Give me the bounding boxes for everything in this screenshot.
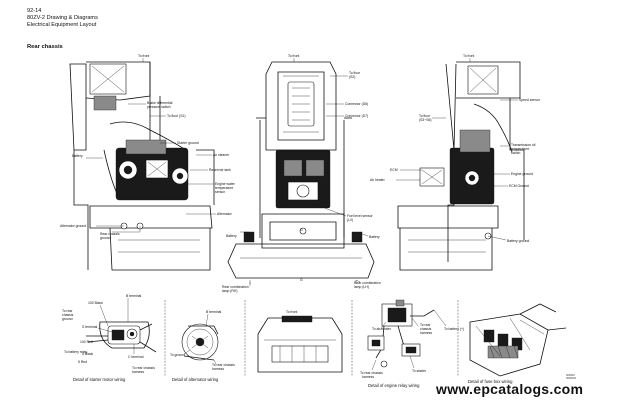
label-to-front-center: To front <box>288 54 299 58</box>
caption-engine-relay: Detail of engine relay wiring <box>368 383 420 388</box>
page-number: 92-14 <box>27 8 42 14</box>
detail-fuse-box: Detail of fuse box wiring 000000 3000010 <box>468 303 577 384</box>
label-ecm: ECM <box>390 168 398 172</box>
section-title: Rear chassis <box>27 44 63 50</box>
label-relay-to-battery: To battery (+) <box>444 327 464 331</box>
label-relay-to-rear-harness-2: chassis <box>420 327 432 331</box>
label-starter-s-terminal: S terminal <box>82 325 98 329</box>
left-view-labels: To front Brake differential pressure swi… <box>60 54 236 240</box>
label-relay-to-rear-harness-1: To rear <box>420 323 431 327</box>
center-view-labels: To front To floor (S2) Connector (D6) Co… <box>222 54 381 293</box>
detail-battery-box: To front <box>257 310 343 373</box>
label-air-heater: Air heater <box>370 178 386 182</box>
label-starter-100-red: 100 Red <box>80 340 93 344</box>
label-brake-diff-switch-1: Brake differential <box>147 101 173 105</box>
caption-starter-motor: Detail of starter motor wiring <box>73 377 126 382</box>
label-alternator: Alternator <box>217 212 233 216</box>
label-starter-ground: Starter ground <box>177 141 199 145</box>
label-alternator-b-terminal: B terminal <box>206 310 222 314</box>
label-ecm-ground: ECM Ground <box>509 184 529 188</box>
document-subtitle: Electrical Equipment Layout <box>27 22 97 28</box>
label-to-floor-s2-2: (S2) <box>349 75 355 79</box>
label-battery-center-right: Battery <box>369 235 380 239</box>
label-rear-combo-lamp-rh-2: lamp (RH) <box>222 289 237 293</box>
left-side-view <box>69 61 215 271</box>
caption-alternator: Detail of alternator wiring <box>172 377 219 382</box>
reference-code-line-2: 3000010 <box>566 376 577 380</box>
label-to-rear-chassis-ground-2: chassis <box>62 313 74 317</box>
label-alternator-to-rear-harness-2: harness <box>212 367 224 371</box>
label-engine-water-temp-2: temperature <box>215 186 233 190</box>
label-engine-water-temp-3: sensor <box>215 190 226 194</box>
label-to-front-left: To front <box>138 54 149 58</box>
label-alternator-to-rear-harness-1: To rear chassis <box>212 363 235 367</box>
label-relay-to-rear-harness-b-2: harness <box>362 375 374 379</box>
label-connector-36: Connector (D6) <box>345 102 368 106</box>
label-g-mark-lower: G <box>300 278 303 282</box>
label-rear-combo-lamp-rh-1: Rear combination <box>222 285 249 289</box>
label-rear-combo-lamp-lh-1: Rear combination <box>354 281 381 285</box>
label-fuel-level-sensor-2: (L0) <box>347 218 353 222</box>
label-to-battery-relay: To battery relay <box>64 350 87 354</box>
label-starter-100-black: 100 Black <box>88 301 103 305</box>
label-relay-to-starter: To starter <box>412 369 427 373</box>
label-trans-oil-temp-2: temperature <box>511 147 529 151</box>
label-starter-b-terminal: B terminal <box>126 294 142 298</box>
detail-alternator: B terminal To ground To rear chassis har… <box>170 310 235 382</box>
label-connector-37: Connector (D7) <box>345 114 368 118</box>
right-side-view <box>397 61 525 271</box>
label-to-floor-s1: To floor (S1) <box>167 114 185 118</box>
label-reservoir-tank: Reservoir tank <box>209 168 231 172</box>
label-to-floor-s3-1: To floor <box>419 114 431 118</box>
label-to-front-right: To front <box>463 54 474 58</box>
label-starter-to-rear-harness-1: To rear chassis <box>132 366 155 370</box>
right-view-labels: To front Speed sensor To floor (S3~S6) T… <box>370 54 541 243</box>
label-battery-box-to-front: To front <box>286 310 297 314</box>
label-battery-ground: Battery ground <box>507 239 529 243</box>
label-relay-to-air-heater: To air heater <box>372 327 392 331</box>
label-trans-oil-temp-1: Transmission oil <box>511 143 536 147</box>
label-fuel-level-sensor-1: Fuel level sensor <box>347 214 374 218</box>
label-g-mark-upper: G <box>300 228 303 232</box>
caption-fuse-box: Detail of fuse box wiring <box>468 379 513 384</box>
label-battery-center-left: Battery <box>226 234 237 238</box>
label-starter-c-terminal: C terminal <box>128 355 144 359</box>
detail-starter-motor: B terminal 100 Black To rear chassis gro… <box>62 294 157 382</box>
detail-engine-relay: To air heater To rear chassis harness To… <box>360 299 464 388</box>
label-to-rear-chassis-ground-1: To rear <box>62 309 73 313</box>
label-rear-combo-lamp-lh-2: lamp (LH) <box>354 285 369 289</box>
label-starter-5-red: 5 Red <box>78 360 87 364</box>
label-relay-to-rear-harness-b-1: To rear chassis <box>360 371 383 375</box>
center-top-view <box>227 61 375 284</box>
label-trans-oil-temp-3: switch <box>511 151 521 155</box>
label-starter-to-rear-harness-2: harness <box>132 370 144 374</box>
label-rear-chassis-ground-1: Rear chassis <box>100 232 120 236</box>
label-brake-diff-switch-2: pressure switch <box>147 105 171 109</box>
label-relay-to-rear-harness-3: harness <box>420 331 432 335</box>
label-starter-5-black: 5 Black <box>82 352 93 356</box>
reference-code-line-1: 000000 <box>566 373 575 377</box>
label-engine-water-temp-1: Engine water <box>215 182 236 186</box>
label-to-floor-s3-2: (S3~S6) <box>419 118 432 122</box>
label-air-cleaner: Air cleaner <box>213 153 230 157</box>
label-speed-sensor: Speed sensor <box>519 98 541 102</box>
document-title: 80ZV-2 Drawing & Diagrams <box>27 15 98 21</box>
label-engine-ground: Engine ground <box>511 172 533 176</box>
watermark-text: www.epcatalogs.com <box>435 381 583 397</box>
label-rear-chassis-ground-2: ground <box>100 236 111 240</box>
label-battery-left: Battery <box>72 154 83 158</box>
label-alternator-ground: Alternator ground <box>60 224 86 228</box>
label-to-floor-s2-1: To floor <box>349 71 361 75</box>
label-to-rear-chassis-ground-3: ground <box>62 317 73 321</box>
label-alternator-to-ground: To ground <box>170 353 185 357</box>
